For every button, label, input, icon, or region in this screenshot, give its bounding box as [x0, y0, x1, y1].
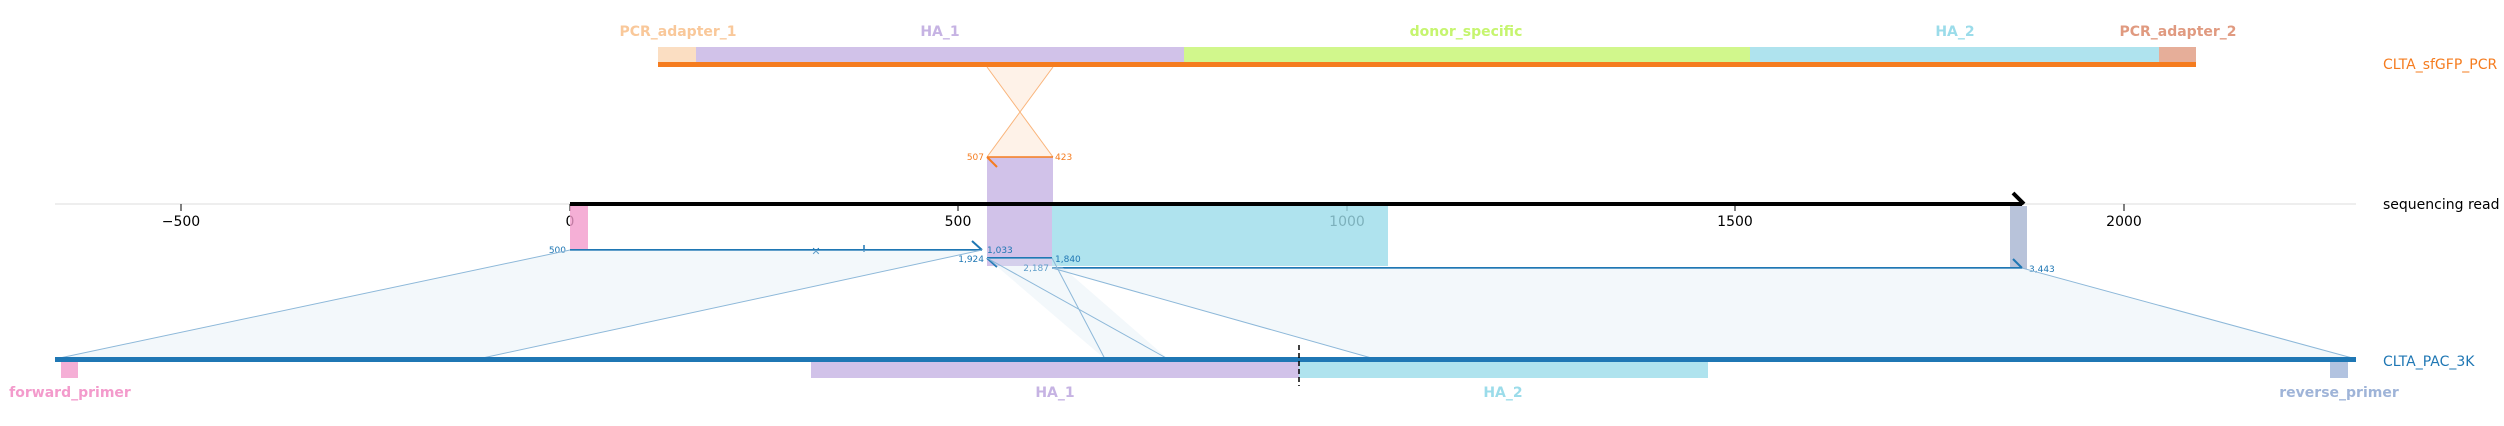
pcr-adapter-1-block: [658, 47, 696, 63]
axis-tick-label: 1500: [1717, 214, 1753, 230]
ha-1-top-label: HA_1: [920, 24, 959, 40]
sequencing-read-arrow-end: [2011, 191, 2026, 206]
projection-edges: [54, 249, 2357, 360]
read-ha-1-block: [987, 206, 1052, 266]
pac-track-line: [55, 357, 2356, 362]
pcr-adapter-1-label: PCR_adapter_1: [619, 24, 736, 40]
alignment-1-arrow: [971, 240, 983, 251]
ha-2-top-label: HA_2: [1935, 24, 1974, 40]
pcr-start-number: 507: [967, 153, 984, 163]
mismatch-marker: ✕: [811, 245, 820, 258]
projection-edge: [54, 249, 571, 360]
alignment-2-start-number: 1,924: [958, 255, 984, 265]
pcr-hourglass-line-2: [986, 66, 1054, 158]
alignment-1-start-number: 500: [549, 246, 566, 256]
forward-primer-block: [61, 362, 78, 378]
alignment-3-end-number: 3,443: [2029, 265, 2055, 275]
donor-specific-block: [1184, 47, 1750, 63]
pcr-adapter-2-block: [2159, 47, 2196, 63]
pcr-track-line: [658, 62, 2196, 67]
alignment-1-end-number: 1,033: [987, 246, 1013, 256]
projection-edge: [1051, 267, 1376, 360]
ha-2-top-block: [1750, 47, 2159, 63]
projection-edge: [2021, 267, 2357, 360]
read-reverse-primer-block: [2010, 206, 2027, 269]
projection-edge: [1051, 257, 1106, 360]
ha-1-top-block: [696, 47, 1184, 63]
forward-primer-label: forward_primer: [9, 385, 131, 401]
pcr-adapter-2-label: PCR_adapter_2: [2119, 24, 2236, 40]
alignment-2-end-number: 1,840: [1055, 255, 1081, 265]
alignment-1-projection: [55, 250, 982, 359]
reverse-primer-block: [2330, 362, 2348, 378]
ha-2-bottom-label: HA_2: [1483, 385, 1522, 401]
pcr-track-label: CLTA_sfGFP_PCR: [2383, 57, 2497, 73]
projection-edge: [477, 249, 983, 360]
ha-2-bottom-block: [1299, 362, 1708, 378]
donor-specific-label: donor_specific: [1410, 24, 1523, 40]
sequencing-read-line: [570, 202, 2022, 206]
read-ha-2-block: [1052, 206, 1388, 266]
pac-track-label: CLTA_PAC_3K: [2383, 354, 2475, 370]
pcr-alignment-box: [987, 157, 1053, 204]
axis-tick-label: 2000: [2106, 214, 2142, 230]
axis-tick-label: −500: [162, 214, 200, 230]
ha-1-bottom-label: HA_1: [1035, 385, 1074, 401]
pcr-end-number: 423: [1055, 153, 1072, 163]
axis-tick-label: 500: [945, 214, 972, 230]
reverse-primer-label: reverse_primer: [2279, 385, 2399, 401]
alignment-3-arrow: [2012, 258, 2023, 269]
projection-edge: [986, 257, 1169, 360]
ha-1-bottom-block: [811, 362, 1299, 378]
read-forward-primer-block: [570, 206, 588, 249]
read-track-label: sequencing read: [2383, 197, 2499, 213]
pcr-alignment-arrow: [986, 156, 998, 168]
alignment-3-projection: [1052, 268, 2356, 359]
alignment-3-start-number: 2,187: [1023, 264, 1049, 274]
